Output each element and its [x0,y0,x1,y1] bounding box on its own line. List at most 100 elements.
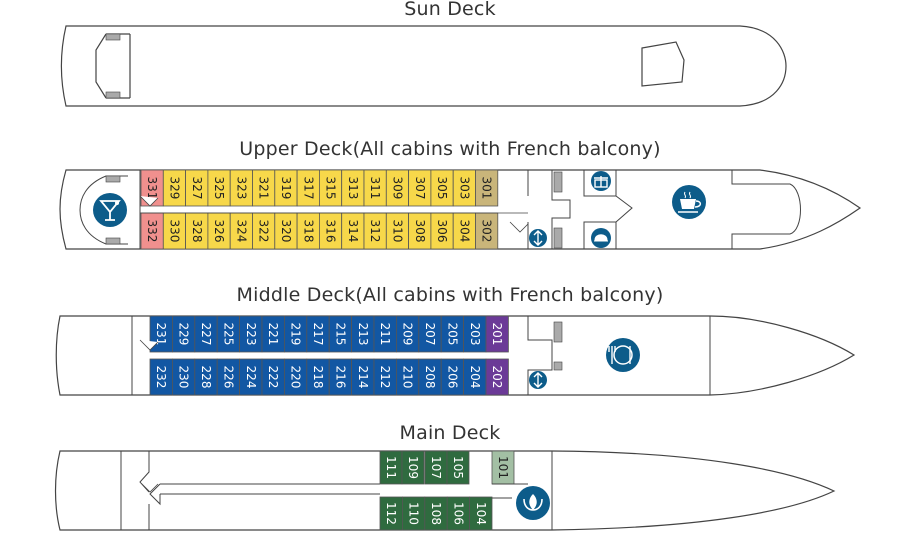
cabin-number: 219 [289,323,303,346]
cabin: 221 [261,315,285,353]
middle-deck-hull [55,315,856,396]
cabin-number: 105 [451,456,465,479]
cabin-number: 227 [199,323,213,346]
cabin-number: 317 [301,177,315,200]
cabin: 206 [440,358,465,396]
cabin: 321 [252,169,276,207]
cabin-number: 314 [346,220,360,243]
elevator-icon [529,229,547,247]
sun-deck-title: Sun Deck [404,0,496,20]
cabin-number: 217 [311,323,325,346]
cabin-number: 315 [324,177,338,200]
cabin: 309 [385,169,409,207]
cabin-number: 218 [311,366,325,389]
cabin: 108 [424,496,448,531]
cabin-number: 322 [257,220,271,243]
cabin: 217 [306,315,330,353]
cabin-number: 312 [368,220,382,243]
upper-deck-aft-lounge [79,175,128,245]
stair-landing [139,481,159,493]
cabin-number: 209 [401,323,415,346]
cabin: 109 [401,450,425,485]
cabin-number: 212 [378,366,392,389]
cabin-number: 308 [413,220,427,243]
cabin: 304 [452,212,476,250]
cabin: 330 [162,212,187,250]
cabin-number: 301 [480,177,494,200]
middle-lobby [527,316,553,395]
sun-deck [60,25,787,107]
sun-deck-hull [60,25,787,107]
cabin: 302 [475,212,499,250]
cabin-number: 328 [190,220,204,243]
sun-deck-stairs-outline [95,33,131,99]
cabin-number: 104 [474,502,488,525]
cabin-number: 318 [301,220,315,243]
cabin-number: 332 [145,220,159,243]
cabin-number: 106 [451,502,465,525]
cabin-number: 222 [266,366,280,389]
cabin: 319 [274,169,298,207]
cabin-number: 204 [468,366,482,389]
cabin-number: 223 [244,323,258,346]
cabin: 216 [328,358,353,396]
cabin: 226 [216,358,240,396]
cabin: 317 [296,169,320,207]
upper-deck-hull [59,169,862,250]
cabin-number: 327 [190,177,204,200]
cabin-number: 107 [429,456,443,479]
cabin-number: 109 [406,456,420,479]
cabin: 316 [318,212,343,250]
cabin-number: 307 [413,177,427,200]
cabin-box [485,315,509,353]
cabin: 202 [485,358,509,396]
cabin: 315 [318,169,343,207]
cabin-box [446,450,470,485]
cabin: 219 [283,315,308,353]
cabin-number: 230 [177,366,191,389]
middle-deck-title: Middle Deck(All cabins with French balco… [236,284,664,306]
wheelhouse [641,41,685,87]
cabin: 210 [395,358,420,396]
cabin-box [401,450,425,485]
cabin: 305 [430,169,454,207]
cabin: 112 [379,496,403,531]
cabin: 311 [363,169,387,207]
room-service-icon [591,228,611,248]
stair-landing [139,195,159,207]
cabin: 312 [363,212,387,250]
cabin-number: 108 [429,502,443,525]
cabin-number: 206 [445,366,459,389]
cabin-number: 326 [212,220,226,243]
cabin-number: 211 [378,323,392,346]
cabin: 228 [194,358,218,396]
cabin-number: 207 [423,323,437,346]
cabin-number: 302 [480,220,494,243]
stairs-icon [553,361,563,371]
cabin: 332 [140,212,164,250]
cocktail-icon [93,193,127,227]
cabin-number: 229 [177,323,191,346]
cabin-number: 215 [333,323,347,346]
cabin: 215 [328,315,353,353]
cabin-number: 331 [145,177,159,200]
elevator-icon [529,371,547,389]
cabin: 322 [252,212,276,250]
cabin-number: 220 [289,366,303,389]
cabin: 208 [418,358,442,396]
cabin: 229 [171,315,196,353]
cabin: 204 [463,358,487,396]
cabin-number: 316 [324,220,338,243]
main-deck-corridor [139,451,380,530]
cabin: 301 [475,169,499,207]
cabin: 320 [274,212,298,250]
cabin: 326 [207,212,231,250]
cabin-number: 323 [234,177,248,200]
stair-landing [509,221,529,233]
cabin-number: 205 [445,323,459,346]
stairs-icon [553,171,563,193]
